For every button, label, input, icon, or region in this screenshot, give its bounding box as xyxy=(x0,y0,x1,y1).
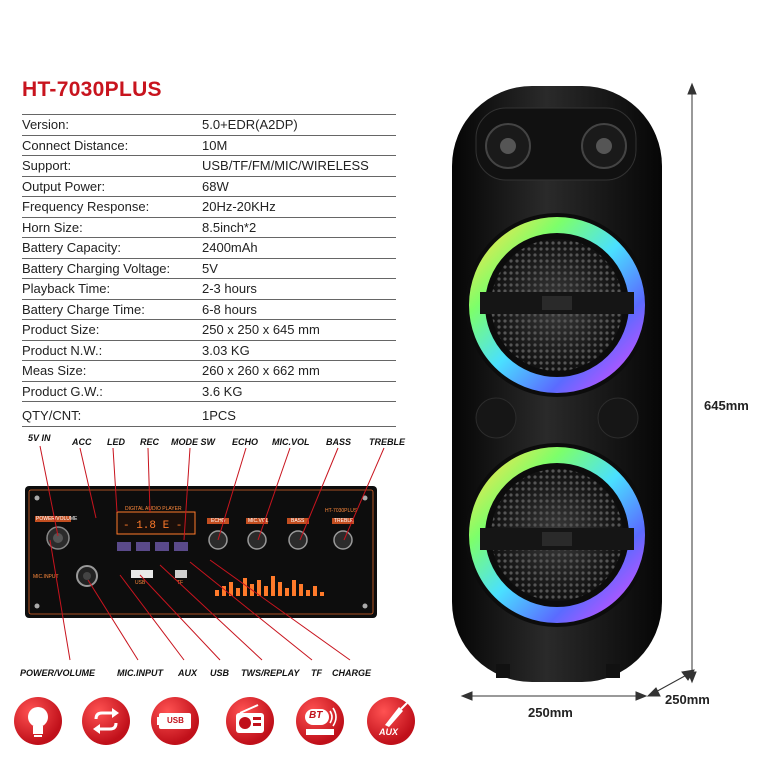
spec-label: Product N.W.: xyxy=(22,342,103,358)
panel-display-text: DIGITAL AUDIO PLAYER xyxy=(125,506,182,512)
spec-label: Battery Capacity: xyxy=(22,240,121,255)
spec-label: Playback Time: xyxy=(22,281,111,296)
spec-row: Battery Charging Voltage: 5V xyxy=(22,259,396,279)
panel-print-treble: TREBLE xyxy=(334,518,354,524)
usb-icon: USB xyxy=(151,697,199,745)
spec-label: Output Power: xyxy=(22,178,106,194)
spec-value: USB/TF/FM/MIC/WIRELESS xyxy=(202,158,369,173)
panel-label-led: LED xyxy=(107,437,125,447)
panel-label-tf: TF xyxy=(311,668,322,678)
bluetooth-icon-text: BT xyxy=(309,710,323,721)
panel-label-mode-sw: MODE SW xyxy=(171,437,215,447)
spec-value: 10M xyxy=(202,137,228,153)
spec-label: Battery Charging Voltage: xyxy=(22,260,171,276)
spec-label: Version: xyxy=(22,117,69,132)
spec-value: 5.0+EDR(A2DP) xyxy=(202,117,298,132)
spec-label: Frequency Response: xyxy=(22,199,150,214)
dimension-width: 250mm xyxy=(528,705,573,720)
panel-label-mic-vol: MIC.VOL xyxy=(272,437,310,447)
spec-label: QTY/CNT: xyxy=(22,408,82,423)
panel-print-mic-input: MIC.INPUT xyxy=(33,574,59,580)
product-title: HT-7030PLUS xyxy=(22,78,162,101)
panel-label-acc: ACC xyxy=(72,437,92,447)
dimension-depth: 250mm xyxy=(665,692,710,707)
panel-label-tws-replay: TWS/REPLAY xyxy=(241,668,300,678)
spec-row: Battery Capacity: 2400mAh xyxy=(22,238,396,259)
spec-value: 8.5inch*2 xyxy=(202,219,257,235)
spec-row: Playback Time: 2-3 hours xyxy=(22,279,396,300)
panel-label-power-volume: POWER/VOLUME xyxy=(20,668,96,678)
spec-value: 2-3 hours xyxy=(202,281,257,296)
spec-value: 5V xyxy=(202,260,218,276)
panel-label-echo: ECHO xyxy=(232,437,259,447)
spec-row: Output Power: 68W xyxy=(22,177,396,197)
svg-text:- 1.8 E -: - 1.8 E - xyxy=(123,520,182,532)
spec-value: 3.03 KG xyxy=(202,342,250,358)
panel-label-treble: TREBLE xyxy=(369,437,405,447)
spec-label: Connect Distance: xyxy=(22,137,129,153)
spec-row: Frequency Response: 20Hz-20KHz xyxy=(22,197,396,218)
panel-label-mic-input: MIC.INPUT xyxy=(117,668,163,678)
spec-row: Support: USB/TF/FM/MIC/WIRELESS xyxy=(22,156,396,177)
led-light-icon xyxy=(14,697,62,745)
spec-label: Support: xyxy=(22,158,72,173)
panel-print-mic-vol: MIC.VOL xyxy=(248,518,269,524)
repeat-icon xyxy=(82,697,130,745)
spec-value: 260 x 260 x 662 mm xyxy=(202,363,320,378)
panel-print-bass: BASS xyxy=(291,518,305,524)
spec-value: 1PCS xyxy=(202,408,236,423)
spec-value: 6-8 hours xyxy=(202,301,257,317)
radio-icon xyxy=(226,697,274,745)
spec-label: Product Size: xyxy=(22,322,100,337)
spec-label: Horn Size: xyxy=(22,219,83,235)
spec-label: Product G.W.: xyxy=(22,383,103,399)
spec-row: Product N.W.: 3.03 KG xyxy=(22,341,396,361)
panel-label-aux: AUX xyxy=(178,668,198,678)
panel-print-model: HT-7030PLUS xyxy=(325,508,358,514)
spec-value: 68W xyxy=(202,178,229,194)
usb-icon-text: USB xyxy=(167,716,184,725)
spec-label: Meas Size: xyxy=(22,363,87,378)
bluetooth-icon: BT xyxy=(296,697,344,745)
panel-label-bass: BASS xyxy=(326,437,352,447)
dimension-height: 645mm xyxy=(704,398,749,413)
spec-value: 250 x 250 x 645 mm xyxy=(202,322,320,337)
panel-label-usb: USB xyxy=(210,668,230,678)
spec-label: Battery Charge Time: xyxy=(22,301,145,317)
panel-print-echo: ECHO xyxy=(211,518,226,524)
panel-print-power-volume: POWER/VOLUME xyxy=(36,516,78,522)
panel-graphic: - 1.8 E - xyxy=(28,489,374,615)
aux-icon-text: AUX xyxy=(379,727,399,737)
control-panel: - 1.8 E - xyxy=(25,486,377,618)
spec-row: Version: 5.0+EDR(A2DP) xyxy=(22,115,396,136)
spec-value: 20Hz-20KHz xyxy=(202,199,276,214)
panel-label-charge: CHARGE xyxy=(332,668,372,678)
spec-row: Product Size: 250 x 250 x 645 mm xyxy=(22,320,396,341)
speaker-image xyxy=(452,82,697,701)
panel-label-5v-in: 5V IN xyxy=(28,433,51,443)
spec-row: Horn Size: 8.5inch*2 xyxy=(22,218,396,238)
panel-print-usb: USB xyxy=(135,580,146,586)
spec-row: Meas Size: 260 x 260 x 662 mm xyxy=(22,361,396,382)
spec-row: Connect Distance: 10M xyxy=(22,136,396,156)
spec-row: Product G.W.: 3.6 KG xyxy=(22,382,396,402)
aux-icon: AUX xyxy=(367,697,415,745)
spec-row: QTY/CNT: 1PCS xyxy=(22,402,396,427)
spec-value: 3.6 KG xyxy=(202,383,243,399)
panel-label-rec: REC xyxy=(140,437,160,447)
spec-value: 2400mAh xyxy=(202,240,258,255)
spec-table: Version: 5.0+EDR(A2DP) Connect Distance: 1… xyxy=(22,114,396,427)
spec-row: Battery Charge Time: 6-8 hours xyxy=(22,300,396,320)
